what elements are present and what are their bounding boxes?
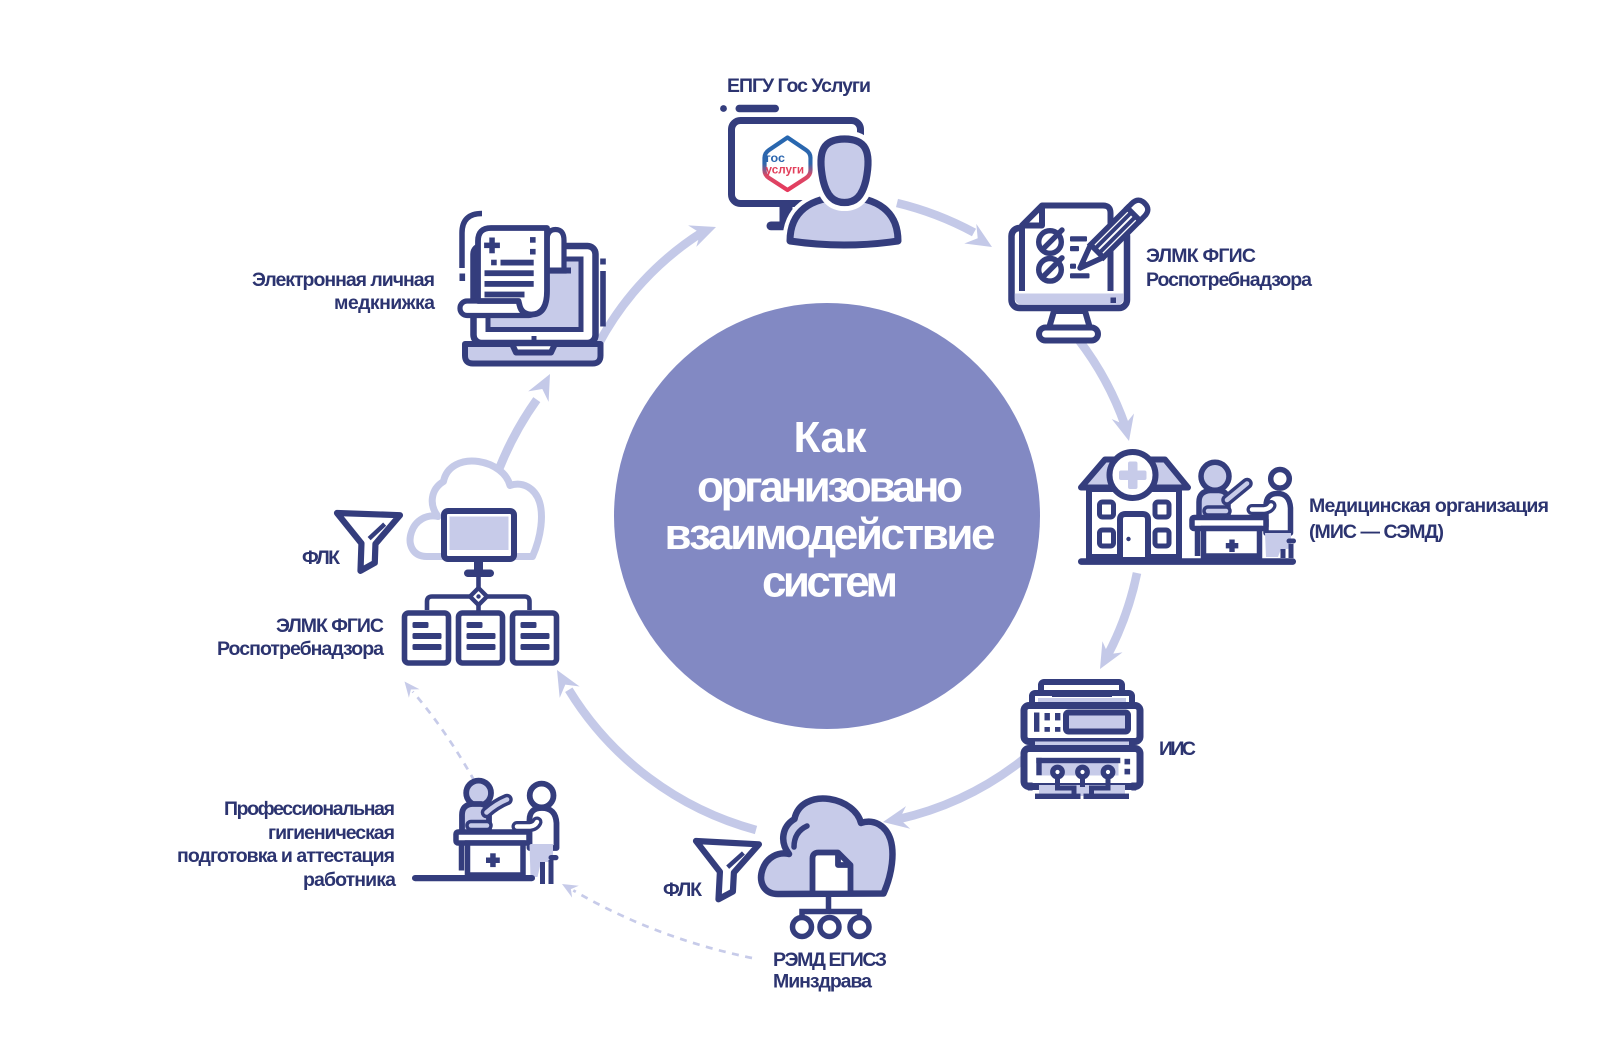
svg-text:ФЛК: ФЛК	[302, 547, 340, 569]
svg-text:Медицинская организация: Медицинская организация	[1309, 495, 1549, 517]
svg-text:работника: работника	[303, 869, 396, 891]
svg-text:услуги: услуги	[766, 163, 805, 177]
svg-text:Роспотребнадзора: Роспотребнадзора	[217, 638, 384, 660]
svg-text:ЭЛМК ФГИС: ЭЛМК ФГИС	[1146, 245, 1256, 267]
svg-text:ФЛК: ФЛК	[663, 879, 702, 901]
svg-text:организовано: организовано	[697, 463, 963, 512]
svg-text:РЭМД ЕГИСЗ: РЭМД ЕГИСЗ	[773, 949, 887, 971]
svg-text:гос: гос	[766, 151, 786, 165]
svg-text:Минздрава: Минздрава	[773, 971, 872, 993]
svg-text:систем: систем	[762, 558, 898, 607]
svg-text:ЭЛМК ФГИС: ЭЛМК ФГИС	[276, 615, 384, 637]
svg-text:ЕПГУ Гос Услуги: ЕПГУ Гос Услуги	[727, 75, 871, 97]
svg-text:взаимодействие: взаимодействие	[665, 510, 996, 559]
svg-text:Как: Как	[794, 413, 868, 462]
svg-text:подготовка и аттестация: подготовка и аттестация	[177, 845, 395, 867]
svg-text:(МИС — СЭМД): (МИС — СЭМД)	[1309, 521, 1444, 543]
svg-text:Профессиональная: Профессиональная	[224, 798, 395, 820]
svg-text:медкнижка: медкнижка	[334, 292, 435, 314]
svg-text:ИИС: ИИС	[1159, 738, 1196, 760]
svg-text:Роспотребнадзора: Роспотребнадзора	[1146, 269, 1312, 291]
svg-text:гигиеническая: гигиеническая	[268, 822, 395, 844]
svg-text:Электронная личная: Электронная личная	[252, 269, 435, 291]
